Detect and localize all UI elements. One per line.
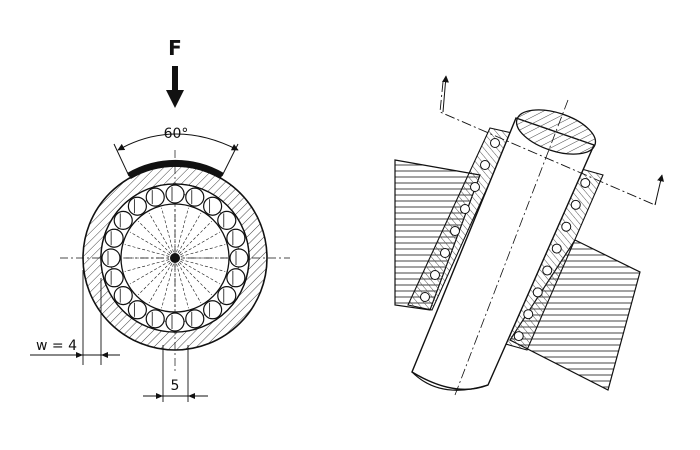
- rail-ball: [570, 199, 581, 210]
- spoke-line: [129, 231, 170, 256]
- width-label: w = 4: [36, 338, 77, 354]
- balls-group: [101, 184, 249, 332]
- rail-ball: [580, 177, 591, 188]
- rail-ball: [513, 331, 524, 342]
- spokes-group: [123, 206, 227, 310]
- rail-ball: [551, 243, 562, 254]
- angle-label: 60°: [164, 126, 189, 142]
- spoke-line: [180, 260, 221, 285]
- center-hub: [170, 253, 180, 263]
- dim5-arrow-right: [188, 393, 195, 399]
- bearing-ball: [217, 210, 237, 230]
- spoke-line: [129, 260, 170, 285]
- force-arrow: [166, 66, 184, 108]
- bearing-ball: [104, 228, 124, 248]
- bearing-ball: [226, 268, 246, 288]
- spoke-line: [180, 231, 221, 256]
- rail-ball: [480, 160, 490, 170]
- dimension-5-label: 5: [171, 378, 180, 394]
- bearing-ball: [185, 187, 205, 207]
- spoke-line: [177, 212, 202, 253]
- shaft-axis: [454, 99, 569, 396]
- bearing-ball: [113, 286, 133, 306]
- spoke-line: [176, 207, 189, 253]
- rail-ball: [450, 226, 460, 236]
- spoke-line: [124, 259, 170, 272]
- spoke-line: [161, 263, 174, 309]
- spoke-line: [177, 263, 202, 304]
- bearing-ball: [165, 184, 185, 204]
- left-bearing-rail: [407, 127, 513, 311]
- width-arrow-right: [101, 352, 108, 358]
- rail-ball: [490, 138, 500, 148]
- spoke-line: [138, 262, 171, 295]
- rail-ball: [532, 287, 543, 298]
- rail-ball: [430, 270, 440, 280]
- spoke-line: [180, 244, 226, 257]
- bearing-ball: [229, 248, 249, 268]
- bearing-ball: [101, 248, 121, 268]
- spoke-line: [148, 212, 173, 253]
- spoke-line: [179, 262, 212, 295]
- section-arrow-right: [654, 174, 664, 206]
- inclined-shaft-view: [394, 75, 664, 396]
- rail-ball: [523, 309, 534, 320]
- spoke-line: [161, 207, 174, 253]
- bearing-ball: [203, 196, 223, 216]
- spoke-line: [148, 263, 173, 304]
- bearing-ball: [226, 228, 246, 248]
- angle-extension-right: [221, 143, 239, 177]
- rail-ball: [460, 204, 470, 214]
- rail-ball: [420, 292, 430, 302]
- bearing-ball: [217, 286, 237, 306]
- cross-section-view: F 60° w = 4 5: [30, 36, 290, 402]
- rail-ball: [542, 265, 553, 276]
- width-arrow-left: [76, 352, 83, 358]
- rail-ball: [561, 221, 572, 232]
- shaft-bottom-edge: [411, 371, 489, 391]
- bearing-ball: [145, 309, 165, 329]
- bearing-ball: [185, 309, 205, 329]
- bearing-ball: [104, 268, 124, 288]
- bearing-ball: [127, 300, 147, 320]
- spoke-line: [124, 244, 170, 257]
- spoke-line: [176, 263, 189, 309]
- bearing-ball: [145, 187, 165, 207]
- rail-ball: [440, 248, 450, 258]
- section-arrow-left: [441, 75, 449, 113]
- rail-balls-group: [420, 138, 591, 342]
- dim5-arrow-left: [156, 393, 163, 399]
- spoke-line: [179, 221, 212, 254]
- bearing-ball: [127, 196, 147, 216]
- bearing-ball: [113, 210, 133, 230]
- shaft-end-face: [515, 109, 597, 155]
- angle-extension-left: [113, 143, 130, 177]
- angle-dimension-arc: [117, 133, 239, 151]
- spoke-line: [180, 259, 226, 272]
- force-label: F: [168, 36, 182, 60]
- spoke-line: [138, 221, 171, 254]
- bearing-ball: [203, 300, 223, 320]
- rail-ball: [470, 182, 480, 192]
- bearing-ball: [165, 312, 185, 332]
- load-zone-arc: [127, 159, 224, 180]
